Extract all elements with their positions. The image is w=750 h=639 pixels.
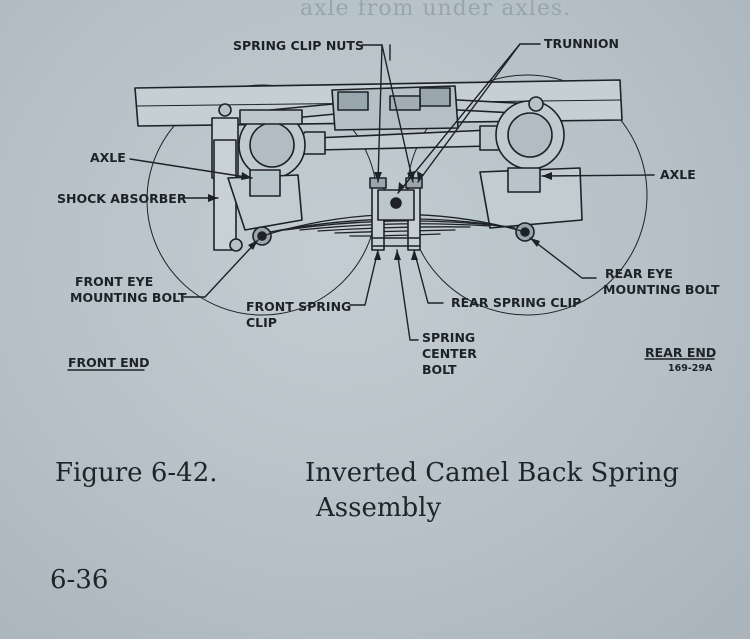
label-rear-eye-mounting-bolt: REAR EYE MOUNTING BOLT <box>603 266 720 298</box>
label-spring-center-bolt-line3: BOLT <box>422 362 457 377</box>
bleed-through-text: axle from under axles. <box>300 0 572 21</box>
label-rear-end: REAR END <box>645 345 717 360</box>
figure-title-line1: Inverted Camel Back Spring <box>305 458 680 488</box>
leaf-spring <box>261 213 526 237</box>
label-spring-center-bolt-line1: SPRING <box>422 330 476 345</box>
label-rear-spring-clip: REAR SPRING CLIP <box>451 295 582 310</box>
label-spring-center-bolt: SPRING CENTER BOLT <box>422 330 477 378</box>
rear-axle-seat <box>507 167 541 193</box>
label-shock-absorber: SHOCK ABSORBER <box>57 191 187 206</box>
rear-spring-hanger <box>479 167 583 229</box>
front-axle-seat <box>249 169 281 197</box>
label-front-end: FRONT END <box>68 355 150 370</box>
arrow-heads <box>208 171 552 260</box>
lower-torque-rod <box>299 125 506 155</box>
spring-assembly-diagram <box>67 43 715 371</box>
rear-axle-housing <box>495 96 565 170</box>
label-spring-clip-nuts: SPRING CLIP NUTS <box>233 38 364 53</box>
label-front-spring-clip: FRONT SPRING CLIP <box>246 299 351 331</box>
label-rear-eye-line1: REAR EYE <box>605 266 673 281</box>
trunnion-bracket <box>331 85 459 131</box>
figure-number: Figure 6-42. <box>55 458 218 488</box>
leader-lines <box>129 43 655 341</box>
label-front-eye-line1: FRONT EYE <box>75 274 154 289</box>
label-front-eye-mounting-bolt: FRONT EYE MOUNTING BOLT <box>70 274 187 306</box>
page-number: 6-36 <box>50 565 109 595</box>
label-trunnion: TRUNNION <box>544 36 619 51</box>
spring-clip-assembly <box>369 177 423 251</box>
label-axle-front: AXLE <box>90 150 126 165</box>
label-front-eye-line2: MOUNTING BOLT <box>70 290 187 305</box>
label-axle-rear: AXLE <box>660 167 696 182</box>
label-figure-code: 169-29A <box>668 363 713 374</box>
figure-title-line2: Assembly <box>316 493 442 523</box>
label-rear-eye-line2: MOUNTING BOLT <box>603 282 720 297</box>
label-front-spring-clip-line1: FRONT SPRING <box>246 299 352 314</box>
label-spring-center-bolt-line2: CENTER <box>422 346 477 361</box>
label-front-spring-clip-line2: CLIP <box>246 315 277 330</box>
